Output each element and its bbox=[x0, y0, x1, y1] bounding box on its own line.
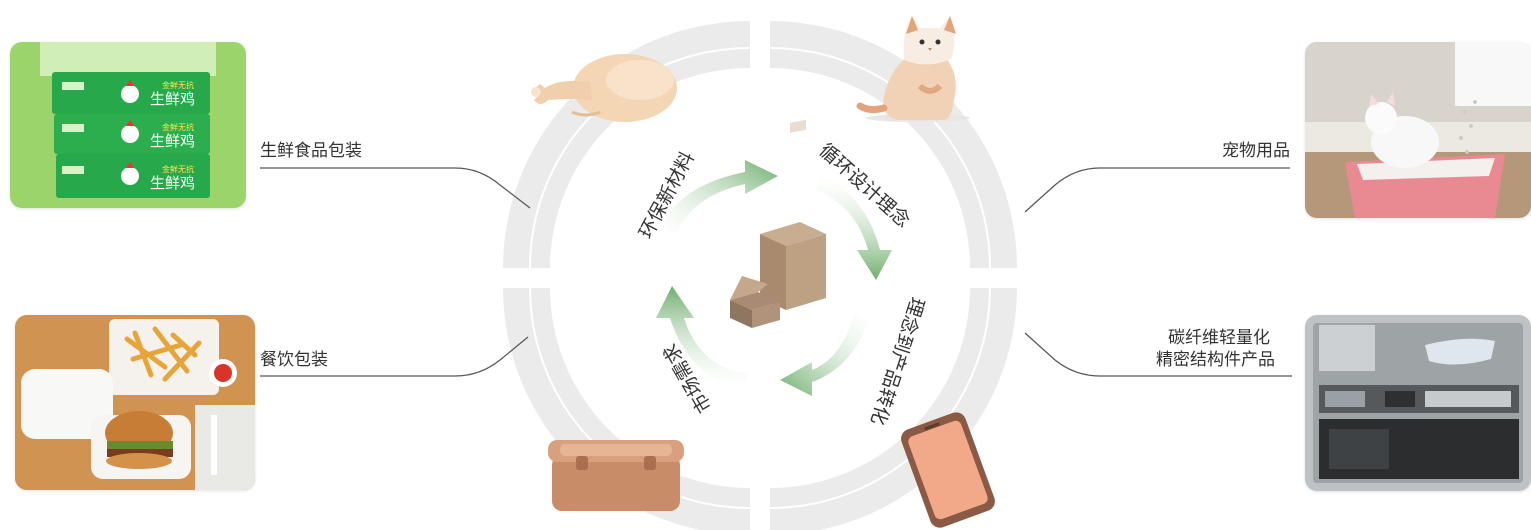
leader-line-pet bbox=[1025, 168, 1290, 212]
fresh-food-badge-3: 金鲜无抗 bbox=[162, 164, 194, 174]
cycle-step-label-concept-to-product: 理念到产品转化 bbox=[866, 294, 929, 428]
label-carbon-fiber-line1: 碳纤维轻量化 bbox=[1168, 327, 1270, 349]
catering-packaging-photo bbox=[15, 315, 255, 490]
label-catering-packaging: 餐饮包装 bbox=[260, 349, 328, 371]
fresh-food-tag-2: 生鲜鸡 bbox=[150, 132, 195, 150]
phone-icon bbox=[898, 410, 997, 530]
label-pet-products: 宠物用品 bbox=[1222, 140, 1290, 162]
fresh-food-tag-1: 生鲜鸡 bbox=[150, 90, 195, 108]
fresh-food-badge-2: 金鲜无抗 bbox=[162, 122, 194, 132]
chicken-icon bbox=[531, 54, 677, 122]
lunch-box-icon bbox=[548, 440, 684, 511]
carbon-fiber-parts-photo bbox=[1305, 315, 1531, 491]
fresh-food-packaging-photo: 金鲜无抗 生鲜鸡 金鲜无抗 生鲜鸡 金鲜无抗 生鲜鸡 bbox=[10, 42, 246, 208]
cardboard-boxes-illustration bbox=[730, 120, 826, 328]
leader-line-fresh-food bbox=[260, 168, 530, 208]
fresh-food-tag-3: 生鲜鸡 bbox=[150, 174, 195, 192]
pet-products-photo bbox=[1305, 42, 1531, 218]
fresh-food-badge-1: 金鲜无抗 bbox=[162, 80, 194, 90]
label-fresh-food-packaging: 生鲜食品包装 bbox=[260, 140, 362, 162]
cycle-arrow-bottom bbox=[780, 314, 870, 396]
label-carbon-fiber-line2: 精密结构件产品 bbox=[1156, 349, 1275, 371]
